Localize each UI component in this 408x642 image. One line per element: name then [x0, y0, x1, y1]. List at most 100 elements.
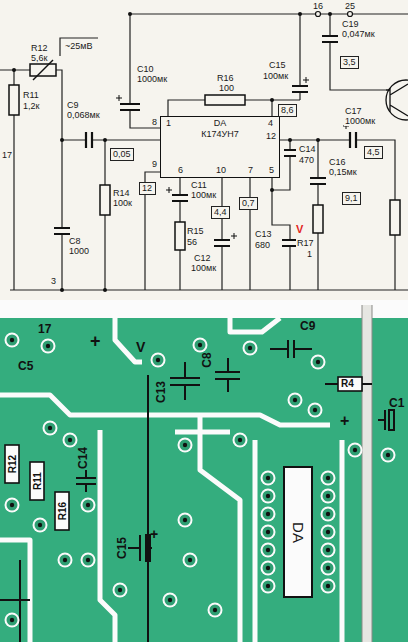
solder-pad — [10, 503, 14, 507]
isolation-gap — [200, 415, 240, 642]
part-label: C13 — [254, 229, 273, 239]
voltage-reading: 4,5 — [367, 147, 380, 158]
solder-pad — [321, 579, 336, 594]
part-label: C14 — [298, 144, 317, 154]
solder-pad — [263, 473, 274, 484]
solder-pad — [183, 553, 198, 568]
isolation-gap — [100, 430, 115, 642]
solder-pad — [180, 440, 191, 451]
solder-pad — [7, 335, 18, 346]
wire — [249, 178, 250, 290]
solder-pad — [243, 341, 258, 356]
solder-pad — [178, 513, 193, 528]
wire — [272, 178, 290, 290]
wire — [10, 289, 408, 290]
polarity-mark: + — [150, 526, 158, 542]
solder-pad — [83, 500, 94, 511]
solder-pad — [308, 403, 323, 418]
part-name: DA — [214, 118, 227, 129]
wire — [60, 38, 98, 56]
solder-pad — [321, 507, 336, 522]
wire — [130, 13, 408, 14]
solder-pad — [326, 566, 330, 570]
solder-pad — [248, 346, 252, 350]
value-label: 100мк — [262, 71, 289, 81]
solder-pad — [233, 433, 248, 448]
solder-pad — [63, 433, 78, 448]
silkscreen-line — [378, 410, 385, 430]
solder-pad — [65, 435, 76, 446]
solder-pad — [326, 548, 330, 552]
solder-pad — [261, 543, 276, 558]
solder-pad — [321, 525, 336, 540]
solder-pad — [323, 491, 334, 502]
solder-pad — [183, 443, 187, 447]
part-label: C17 — [344, 106, 363, 116]
copper-area — [0, 305, 408, 642]
junction-dot — [60, 138, 64, 142]
solder-pad — [321, 471, 336, 486]
capacitor-symbol — [54, 228, 70, 234]
part-label: R16 — [57, 502, 68, 520]
voltage-reading: 0,7 — [242, 198, 255, 209]
polarity-mark — [166, 187, 172, 193]
solder-pad — [321, 543, 336, 558]
value-label: 25 — [344, 1, 356, 11]
transistor-symbol — [386, 84, 408, 116]
resistor-symbol — [313, 205, 323, 233]
solder-pad — [310, 405, 321, 416]
test-point-mark: V — [295, 223, 304, 235]
solder-pad — [43, 341, 54, 352]
solder-pad — [263, 491, 274, 502]
solder-pad — [261, 525, 276, 540]
copper-area — [362, 305, 372, 642]
transistor-symbol — [386, 80, 408, 120]
junction-dot — [128, 12, 132, 16]
capacitor-symbol — [284, 150, 296, 156]
solder-pad — [353, 448, 357, 452]
solder-pad — [180, 515, 191, 526]
solder-pad — [261, 489, 276, 504]
isolation-gap — [0, 318, 342, 642]
solder-pad — [313, 408, 317, 412]
transistor-symbol — [386, 80, 408, 120]
value-label: 0,068мк — [66, 110, 101, 120]
value-label: 1000мк — [136, 74, 168, 84]
junction-dot — [270, 98, 274, 102]
voltage-box: 0,05 — [110, 148, 134, 161]
value-label: 3 — [50, 276, 57, 286]
capacitor-symbol — [86, 132, 92, 148]
solder-pad — [266, 566, 270, 570]
solder-pad — [321, 507, 336, 522]
solder-pad — [381, 448, 396, 463]
solder-pad — [321, 561, 336, 576]
solder-pad — [323, 473, 334, 484]
value-label: 1 — [165, 118, 172, 128]
solder-pad — [266, 548, 270, 552]
part-label: C10 — [136, 64, 155, 74]
copper-area — [362, 305, 372, 642]
solder-pad — [208, 603, 223, 618]
part-label: ~25мВ — [64, 41, 93, 51]
solder-pad — [263, 545, 274, 556]
solder-pad — [350, 445, 361, 456]
solder-pad — [10, 618, 14, 622]
solder-pad — [193, 338, 208, 353]
part-label: C12 — [193, 253, 212, 263]
voltage-box: 12 — [139, 182, 156, 195]
polarity-mark — [116, 77, 349, 239]
solder-pad — [41, 339, 56, 354]
solder-pad — [311, 355, 326, 370]
resistor-symbol — [205, 95, 245, 105]
solder-pad — [261, 579, 276, 594]
solder-pad — [81, 498, 96, 513]
value-label: 4 — [267, 118, 274, 128]
part-label: C15 — [268, 60, 287, 70]
silkscreen-line — [389, 410, 394, 430]
solder-pad — [326, 494, 330, 498]
junction-dot — [316, 138, 320, 142]
silkscreen-line — [0, 599, 30, 601]
solder-pad — [313, 357, 324, 368]
board-paper — [0, 300, 408, 642]
silkscreen-line — [215, 358, 240, 392]
